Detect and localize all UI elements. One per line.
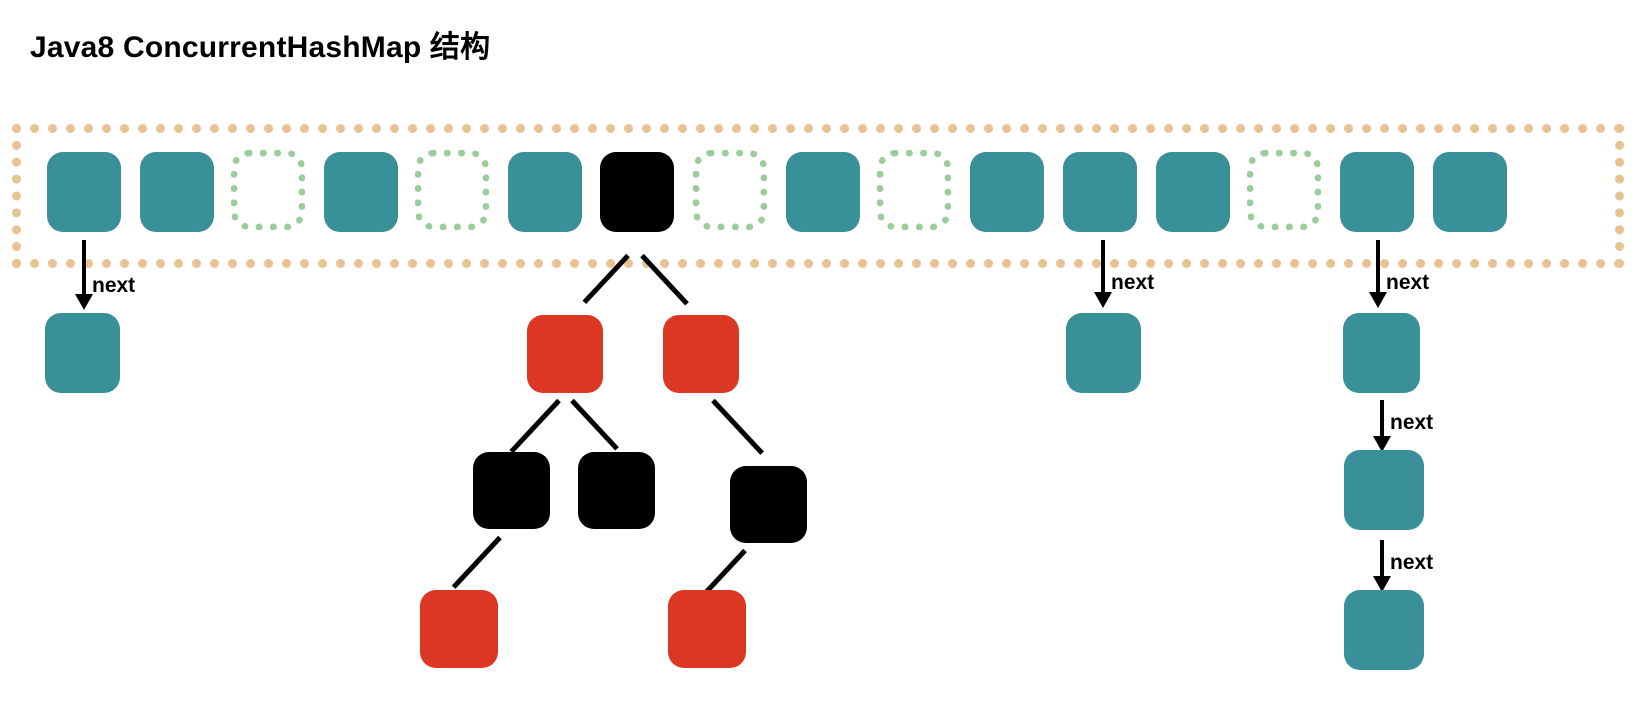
hash-bucket-array-container [12, 124, 1624, 268]
arrow-head [1094, 292, 1112, 308]
arrow-shaft [1376, 240, 1380, 298]
tree-node-level3-b-red[interactable] [668, 590, 746, 668]
array-cell-4-empty[interactable] [415, 150, 489, 230]
page-title: Java8 ConcurrentHashMap 结构 [30, 31, 491, 64]
tree-node-level2-c-black[interactable] [730, 466, 807, 543]
next-label-bucket-0: next [92, 274, 136, 297]
next-label-bucket-14-2: next [1390, 411, 1434, 434]
arrow-head [1373, 576, 1391, 592]
chain-node-bucket-11-1[interactable] [1066, 313, 1141, 393]
tree-edge-l1left-to-l2a [509, 398, 561, 454]
arrow-head [1373, 436, 1391, 452]
chain-node-bucket-14-3[interactable] [1344, 590, 1424, 670]
array-cell-13-empty[interactable] [1247, 150, 1321, 230]
tree-node-level1-left-red[interactable] [527, 315, 603, 393]
tree-node-level2-b-black[interactable] [578, 452, 655, 529]
array-cell-15[interactable] [1433, 152, 1507, 232]
tree-node-level3-a-red[interactable] [420, 590, 498, 668]
array-cell-14[interactable] [1340, 152, 1414, 232]
array-cell-6-tree-root[interactable] [600, 152, 674, 232]
chain-node-bucket-0-1[interactable] [45, 313, 120, 393]
arrow-shaft [82, 240, 86, 300]
tree-node-level2-a-black[interactable] [473, 452, 550, 529]
arrow-shaft [1380, 400, 1384, 442]
next-label-bucket-14-1: next [1386, 271, 1430, 294]
array-cell-7-empty[interactable] [693, 150, 767, 230]
tree-edge-l2c-to-l3b [704, 548, 747, 594]
array-cell-11[interactable] [1063, 152, 1137, 232]
next-label-bucket-11: next [1111, 271, 1155, 294]
arrow-shaft [1101, 240, 1105, 298]
arrow-head [75, 294, 93, 310]
tree-edge-l1right-to-l2c [711, 398, 764, 455]
array-cell-0[interactable] [47, 152, 121, 232]
arrow-shaft [1380, 540, 1384, 582]
chain-node-bucket-14-1[interactable] [1343, 313, 1420, 393]
tree-edge-l2a-to-l3a [451, 535, 502, 589]
array-cell-5[interactable] [508, 152, 582, 232]
array-cell-1[interactable] [140, 152, 214, 232]
array-cell-9-empty[interactable] [877, 150, 951, 230]
array-cell-8[interactable] [786, 152, 860, 232]
array-cell-10[interactable] [970, 152, 1044, 232]
array-cell-12[interactable] [1156, 152, 1230, 232]
tree-edge-l1left-to-l2b [570, 398, 619, 451]
arrow-head [1369, 292, 1387, 308]
array-cell-2-empty[interactable] [231, 150, 305, 230]
chain-node-bucket-14-2[interactable] [1344, 450, 1424, 530]
tree-node-level1-right-red[interactable] [663, 315, 739, 393]
array-cell-3[interactable] [324, 152, 398, 232]
next-label-bucket-14-3: next [1390, 551, 1434, 574]
